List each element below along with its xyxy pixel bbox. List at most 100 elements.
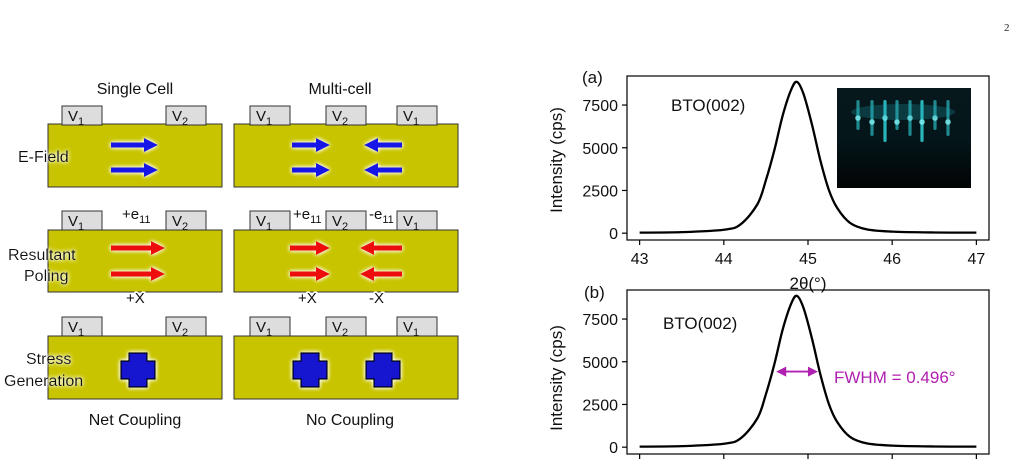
chart-panel-b: (b) BTO(002) Intensity (cps) 0 2500 5000 75… xyxy=(547,283,990,459)
row-poling: Resultant Poling xyxy=(8,229,459,293)
electrode-v1: V1 xyxy=(61,105,103,128)
axis-label-plus-x-multi: +X xyxy=(298,290,317,307)
panel-label-a: (a) xyxy=(582,68,603,87)
xlabel-a: 2θ(°) xyxy=(789,274,826,293)
poling-arrow-left xyxy=(360,267,402,281)
electrode-v1: V1 xyxy=(249,210,291,233)
efield-arrow-right xyxy=(292,163,330,177)
annotation-a: BTO(002) xyxy=(671,96,745,115)
series-line-a xyxy=(639,80,977,234)
svg-text:V1: V1 xyxy=(256,108,272,128)
single-cell-block xyxy=(47,123,223,188)
electrode-v1: V1 xyxy=(396,105,438,128)
svg-text:V2: V2 xyxy=(332,319,348,339)
y-tick-label: 0 xyxy=(609,440,618,457)
efield-arrow-left xyxy=(364,163,402,177)
poling-arrow-right xyxy=(111,241,165,255)
row-label-poling: Poling xyxy=(24,268,68,285)
x-tick-label: 43 xyxy=(631,251,649,268)
ylabel-b: Intensity (cps) xyxy=(547,325,566,431)
svg-text:V1: V1 xyxy=(68,213,84,233)
svg-text:V1: V1 xyxy=(403,108,419,128)
electrode-v1: V1 xyxy=(396,210,438,233)
bottom-label-single: Net Coupling xyxy=(89,412,182,429)
ylabel-a: Intensity (cps) xyxy=(547,107,566,213)
electrode-v2: V2 xyxy=(325,316,367,339)
column-title-single: Single Cell xyxy=(97,81,173,98)
poling-arrow-left xyxy=(290,241,330,255)
poling-arrow-right xyxy=(111,267,165,281)
row-efield: E-Field xyxy=(18,123,459,188)
rheed-inset-image xyxy=(837,88,971,188)
svg-text:V2: V2 xyxy=(172,108,188,128)
axis-label-minus-x-multi: -X xyxy=(369,290,384,307)
ticks-a: 0 2500 5000 7500 43 44 45 46 47 xyxy=(582,98,985,268)
y-tick-label: 0 xyxy=(609,226,618,243)
poling-arrow-left xyxy=(290,267,330,281)
x-tick-label: 47 xyxy=(967,251,985,268)
svg-text:V1: V1 xyxy=(68,108,84,128)
strain-label-multi-plus: +e11 xyxy=(293,206,322,226)
row-label-generation: Generation xyxy=(4,373,83,390)
strain-label-multi-minus: -e11 xyxy=(369,206,394,226)
svg-text:V2: V2 xyxy=(172,319,188,339)
bottom-label-multi: No Coupling xyxy=(306,412,394,429)
page-number: 2 xyxy=(1004,22,1010,34)
multi-cell-block xyxy=(233,229,459,293)
stress-cross-icon xyxy=(120,352,156,388)
electrode-v1: V1 xyxy=(249,316,291,339)
y-tick-label: 7500 xyxy=(582,312,618,329)
single-cell-block xyxy=(47,229,223,293)
y-tick-label: 5000 xyxy=(582,141,618,158)
fwhm-marker xyxy=(776,366,818,377)
stress-cross-icon xyxy=(292,352,328,388)
efield-arrow-right xyxy=(292,138,330,152)
ticks-b: 0 2500 5000 7500 xyxy=(582,312,977,459)
electrode-v2: V2 xyxy=(165,316,207,339)
annotation-b: BTO(002) xyxy=(663,314,737,333)
svg-text:V1: V1 xyxy=(403,213,419,233)
electrode-v1: V1 xyxy=(249,105,291,128)
axis-label-plus-x-single: +X xyxy=(126,290,145,307)
poling-arrows xyxy=(111,241,402,281)
stress-crosses xyxy=(120,352,401,388)
multi-cell-block xyxy=(233,123,459,188)
x-tick-label: 46 xyxy=(883,251,901,268)
x-tick-label: 44 xyxy=(715,251,733,268)
y-tick-label: 2500 xyxy=(582,183,618,200)
series-line-b xyxy=(639,294,977,448)
svg-text:V1: V1 xyxy=(256,213,272,233)
svg-text:V1: V1 xyxy=(403,319,419,339)
electrode-v1: V1 xyxy=(61,316,103,339)
electrode-v2: V2 xyxy=(325,105,367,128)
y-tick-label: 2500 xyxy=(582,397,618,414)
row-label-efield: E-Field xyxy=(18,149,69,166)
chart-panel-a: (a) BTO(002) Intensity (cps) 2θ(°) 0 2500… xyxy=(547,68,990,293)
electrode-v2: V2 xyxy=(165,105,207,128)
svg-text:V2: V2 xyxy=(332,108,348,128)
efield-arrow-right xyxy=(111,163,158,177)
svg-text:V1: V1 xyxy=(256,319,272,339)
efield-arrows xyxy=(111,138,402,177)
column-title-multi: Multi-cell xyxy=(308,81,371,98)
y-tick-label: 5000 xyxy=(582,355,618,372)
y-tick-label: 7500 xyxy=(582,98,618,115)
multi-cell-block xyxy=(233,335,459,400)
row-label-stress: Stress xyxy=(26,351,71,368)
row-label-resultant: Resultant xyxy=(8,247,76,264)
electrode-v1: V1 xyxy=(61,210,103,233)
panel-label-b: (b) xyxy=(584,283,605,302)
efield-arrow-right xyxy=(111,138,158,152)
electrode-v2: V2 xyxy=(165,210,207,233)
schematic: Single Cell Multi-cell E-Field Resultant… xyxy=(4,81,459,429)
svg-text:V1: V1 xyxy=(68,319,84,339)
fwhm-label: FWHM = 0.496° xyxy=(834,368,956,387)
electrode-v1: V1 xyxy=(396,316,438,339)
efield-arrow-left xyxy=(364,138,402,152)
poling-arrow-left xyxy=(360,241,402,255)
stress-cross-icon xyxy=(365,352,401,388)
x-tick-label: 45 xyxy=(799,251,817,268)
svg-text:V2: V2 xyxy=(172,213,188,233)
